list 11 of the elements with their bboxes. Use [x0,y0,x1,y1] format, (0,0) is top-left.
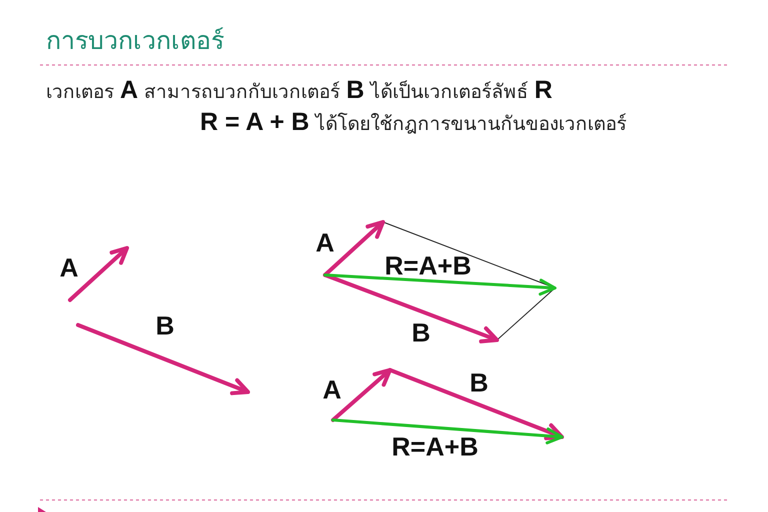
vector-label: R=A+B [384,250,472,282]
vector-label: B [470,368,488,398]
vector-label: A [316,228,334,258]
slide-title: การบวกเวกเตอร์ [46,25,224,57]
vector-label: R=A+B [392,432,478,462]
vector-label: A [60,252,78,284]
description-text: เวกเตอร A สามารถบวกกับเวกเตอร์ B ได้เป็นเวกเตอร์ลัพธ์ R [46,76,552,106]
description-text: R = A + B ได้โดยใช้กฎการขนานกันของเวกเตอร์ [200,108,626,138]
vector-label: A [322,374,342,406]
vector-label: B [156,310,174,342]
vector-label: B [412,318,430,348]
